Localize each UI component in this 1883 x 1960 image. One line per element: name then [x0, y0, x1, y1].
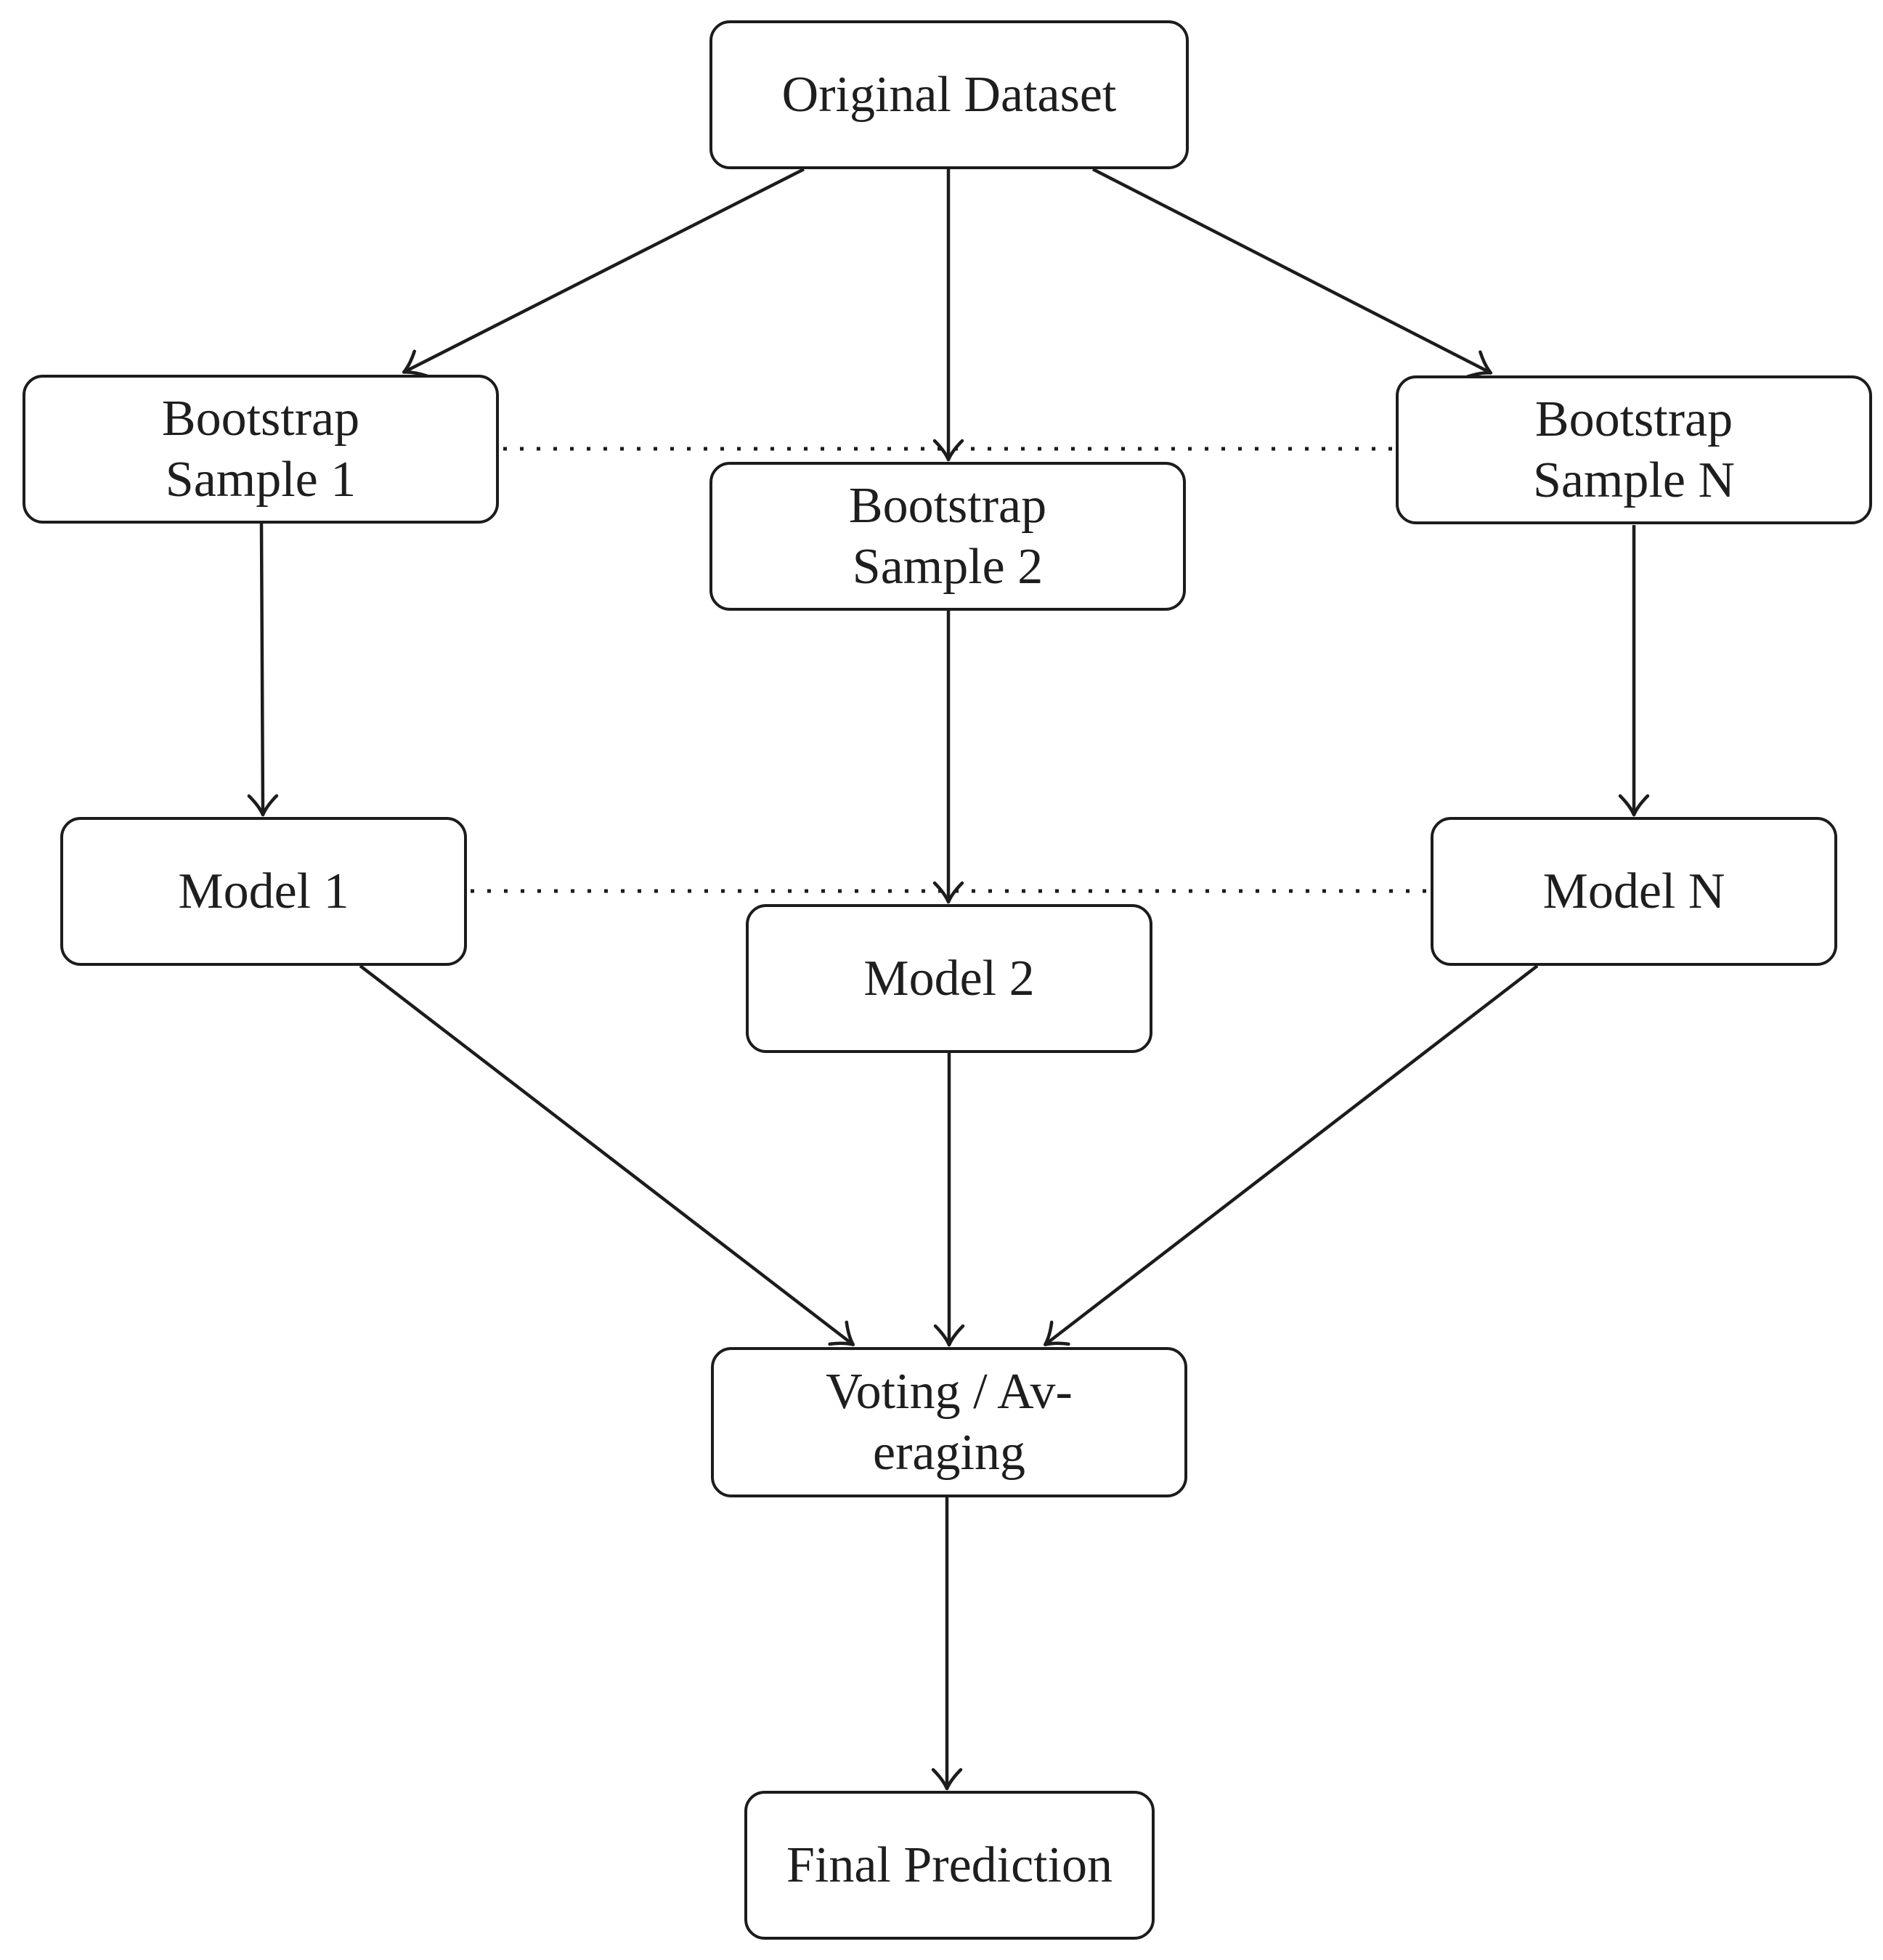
node-model-2: Model 2: [746, 904, 1152, 1053]
node-label: Original Dataset: [781, 66, 1117, 123]
edge-sample1-to-model1: [247, 523, 279, 817]
edge-model1-to-voting: [359, 964, 855, 1346]
node-label: Final Prediction: [786, 1837, 1113, 1893]
node-label: Bootstrap: [848, 477, 1047, 534]
node-original-dataset: Original Dataset: [709, 20, 1189, 169]
edge-original-to-sample1: [402, 167, 805, 378]
edge-modelN-to-voting: [1043, 964, 1539, 1346]
node-bootstrap-sample-n: Bootstrap Sample N: [1396, 375, 1872, 524]
node-label: Voting / Av-: [826, 1363, 1073, 1420]
node-model-n: Model N: [1431, 817, 1837, 966]
node-label: Model 1: [178, 863, 349, 919]
node-label: Sample 2: [852, 538, 1044, 595]
node-final-prediction: Final Prediction: [744, 1791, 1155, 1940]
edge-original-to-sampleN: [1091, 167, 1493, 378]
node-model-1: Model 1: [60, 817, 467, 966]
node-label: Bootstrap: [1534, 391, 1733, 447]
node-label: Model N: [1542, 863, 1725, 919]
node-label: Sample 1: [165, 451, 357, 508]
node-bootstrap-sample-2: Bootstrap Sample 2: [709, 462, 1186, 611]
node-voting-averaging: Voting / Av- eraging: [711, 1347, 1187, 1497]
node-label: Model 2: [863, 950, 1035, 1007]
node-label: Sample N: [1532, 452, 1736, 508]
node-label: Bootstrap: [161, 390, 360, 447]
node-label: eraging: [873, 1424, 1025, 1481]
node-bootstrap-sample-1: Bootstrap Sample 1: [23, 375, 499, 524]
